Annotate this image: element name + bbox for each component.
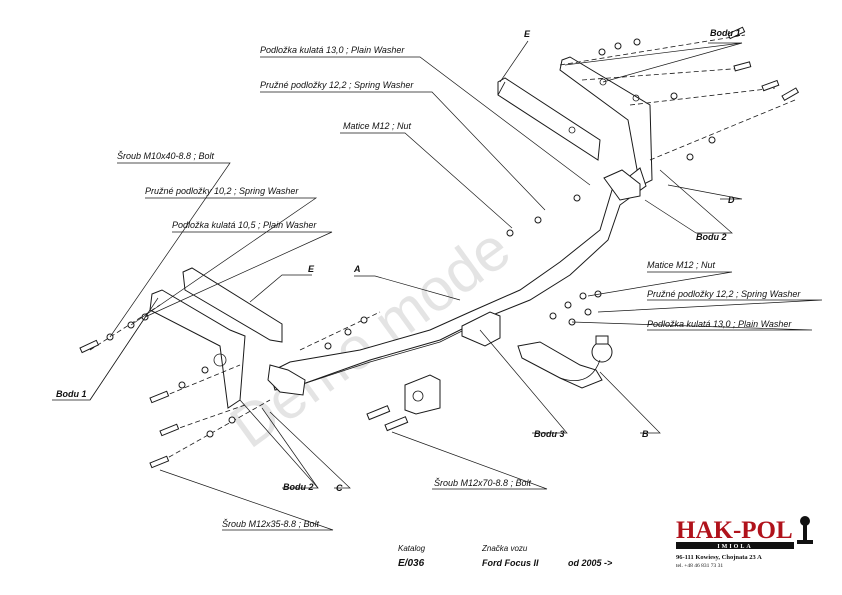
fasteners-right-cluster xyxy=(506,194,602,326)
bolts-top-right xyxy=(559,26,800,161)
vehicle-name: Ford Focus II xyxy=(482,558,539,568)
hak-pol-logo: HAK-POL IMIOLA 96-111 Kowiesy, Chojnata … xyxy=(676,516,813,569)
label-nut-m12-top: Matice M12 ; Nut xyxy=(343,121,412,131)
katalog-label: Katalog xyxy=(398,544,426,553)
socket-plate xyxy=(404,374,441,415)
logo-name: HAK-POL xyxy=(676,517,793,544)
label-spring-washer-12-top: Pružné podložky 12,2 ; Spring Washer xyxy=(260,80,414,90)
center-bracket xyxy=(461,311,501,347)
label-spring-washer-12-right: Pružné podložky 12,2 ; Spring Washer xyxy=(647,289,801,299)
logo-sub: IMIOLA xyxy=(717,544,752,550)
label-bolt-m10: Šroub M10x40-8.8 ; Bolt xyxy=(117,151,215,161)
label-bolt-m12x70: Šroub M12x70-8.8 ; Bolt xyxy=(434,478,532,488)
label-bolt-m12x35: Šroub M12x35-8.8 ; Bolt xyxy=(222,519,320,529)
label-spring-washer-10: Pružné podložky 10,2 ; Spring Washer xyxy=(145,186,299,196)
label-nut-m12-right: Matice M12 ; Nut xyxy=(647,260,716,270)
label-point-b: B xyxy=(642,429,649,439)
tow-ball-icon xyxy=(797,516,813,544)
ball-hitch xyxy=(517,335,613,389)
title-block: Katalog E/036 Značka vozu Ford Focus II … xyxy=(398,544,613,569)
label-bodu3: Bodu 3 xyxy=(534,429,565,439)
part-labels: Podložka kulatá 13,0 ; Plain Washer Pruž… xyxy=(56,28,801,529)
label-point-a: A xyxy=(353,264,361,274)
label-bodu2-top: Bodu 2 xyxy=(696,232,727,242)
label-point-c: C xyxy=(336,483,343,493)
label-point-d: D xyxy=(728,195,735,205)
make-label: Značka vozu xyxy=(481,544,528,553)
logo-phone: tel. +48 46 831 73 31 xyxy=(676,563,723,569)
vehicle-year: od 2005 -> xyxy=(568,558,613,568)
cross-bar xyxy=(267,167,647,396)
leader-lines xyxy=(52,40,823,531)
label-plain-washer-10: Podložka kulatá 10,5 ; Plain Washer xyxy=(172,220,317,230)
katalog-value: E/036 xyxy=(398,558,425,569)
logo-address: 96-111 Kowiesy, Chojnata 23 A xyxy=(676,554,762,561)
bracket-right-top xyxy=(497,56,653,187)
label-plain-washer-13-right: Podložka kulatá 13,0 ; Plain Washer xyxy=(647,319,792,329)
bolts-m12x70 xyxy=(366,405,409,432)
label-point-e-top: E xyxy=(524,29,531,39)
label-bodu1-left: Bodu 1 xyxy=(56,389,87,399)
label-bodu1-top: Bodu 1 xyxy=(710,28,741,38)
label-bodu2-bottom: Bodu 2 xyxy=(283,482,314,492)
label-point-e-left: E xyxy=(308,264,315,274)
label-plain-washer-13-top: Podložka kulatá 13,0 ; Plain Washer xyxy=(260,45,405,55)
